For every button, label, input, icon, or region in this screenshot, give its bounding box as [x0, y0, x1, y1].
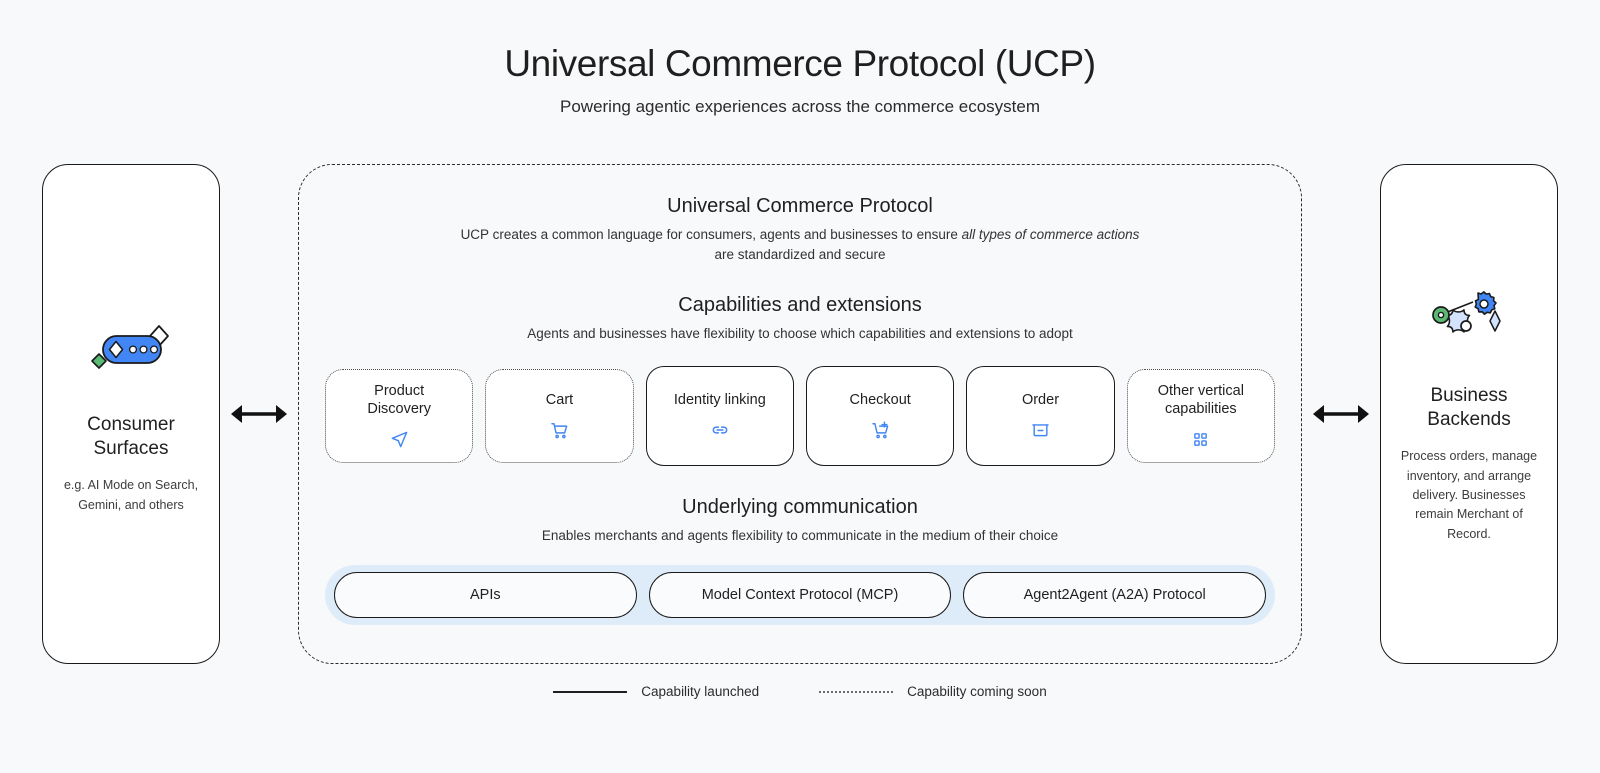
communication-description: Enables merchants and agents flexibility… [541, 527, 1059, 543]
consumer-surfaces-description: e.g. AI Mode on Search, Gemini, and othe… [63, 478, 199, 512]
package-box-icon [1031, 421, 1050, 439]
link-icon [710, 421, 730, 439]
dotted-line-swatch [819, 690, 894, 693]
capability-card-row: Product Discovery Cart [325, 365, 1275, 466]
communication-strip: APIs Model Context Protocol (MCP) Agent2… [325, 565, 1275, 626]
ai-sparkle-pill-icon [85, 313, 177, 385]
capability-card-product-discovery[interactable]: Product Discovery [325, 368, 474, 463]
legend-coming-soon-label: Capability coming soon [907, 684, 1047, 699]
left-connector-arrow [220, 164, 298, 664]
communication-title: Underlying communication [682, 495, 918, 518]
page-header: Universal Commerce Protocol (UCP) Poweri… [0, 0, 1600, 117]
legend: Capability launched Capability coming so… [0, 684, 1600, 699]
legend-launched-label: Capability launched [641, 684, 760, 699]
capability-label: Cart [545, 391, 574, 408]
capability-label: Order [1021, 391, 1060, 408]
grid-dots-icon [1192, 430, 1209, 448]
capabilities-description: Agents and businesses have flexibility t… [527, 326, 1073, 342]
business-backends-title: Business Backends [1427, 384, 1511, 430]
capability-card-identity-linking[interactable]: Identity linking [645, 365, 794, 466]
capability-card-other-vertical[interactable]: Other vertical capabilities [1126, 368, 1275, 463]
shopping-cart-icon [550, 421, 569, 439]
right-connector-arrow [1302, 164, 1380, 664]
protocol-description-pre: UCP creates a common language for consum… [460, 227, 962, 242]
capability-label: Product Discovery [367, 383, 431, 417]
protocol-description-emphasis: all types of commerce actions [961, 227, 1140, 242]
communication-pill-apis[interactable]: APIs [334, 572, 637, 619]
capability-card-order[interactable]: Order [966, 365, 1115, 466]
consumer-surfaces-title: Consumer Surfaces [87, 413, 175, 459]
legend-item-coming-soon: Capability coming soon [819, 684, 1047, 699]
business-backends-description: Process orders, manage inventory, and ar… [1400, 449, 1538, 541]
universal-commerce-protocol-container: Universal Commerce Protocol UCP creates … [298, 164, 1302, 664]
capability-card-cart[interactable]: Cart [485, 368, 634, 463]
protocol-title: Universal Commerce Protocol [667, 195, 933, 217]
diagram-stage: Consumer Surfaces e.g. AI Mode on Search… [42, 164, 1558, 664]
add-to-cart-icon [871, 421, 890, 439]
capabilities-title: Capabilities and extensions [678, 294, 922, 317]
legend-item-launched: Capability launched [553, 684, 759, 699]
capability-label: Other vertical capabilities [1157, 383, 1244, 417]
consumer-surfaces-panel: Consumer Surfaces e.g. AI Mode on Search… [42, 164, 220, 664]
communication-pill-a2a[interactable]: Agent2Agent (A2A) Protocol [963, 572, 1267, 619]
communication-pill-mcp[interactable]: Model Context Protocol (MCP) [648, 572, 952, 619]
protocol-description-post: are standardized and secure [714, 246, 886, 262]
protocol-description: UCP creates a common language for consum… [450, 225, 1150, 264]
solid-line-swatch [553, 690, 628, 693]
capability-card-checkout[interactable]: Checkout [806, 365, 955, 466]
capability-label: Identity linking [673, 391, 766, 408]
gears-automation-icon [1423, 284, 1515, 356]
send-arrow-icon [390, 430, 409, 448]
capability-label: Checkout [849, 391, 911, 408]
page-subtitle: Powering agentic experiences across the … [560, 97, 1040, 117]
page-title: Universal Commerce Protocol (UCP) [504, 43, 1096, 84]
business-backends-panel: Business Backends Process orders, manage… [1380, 164, 1558, 664]
